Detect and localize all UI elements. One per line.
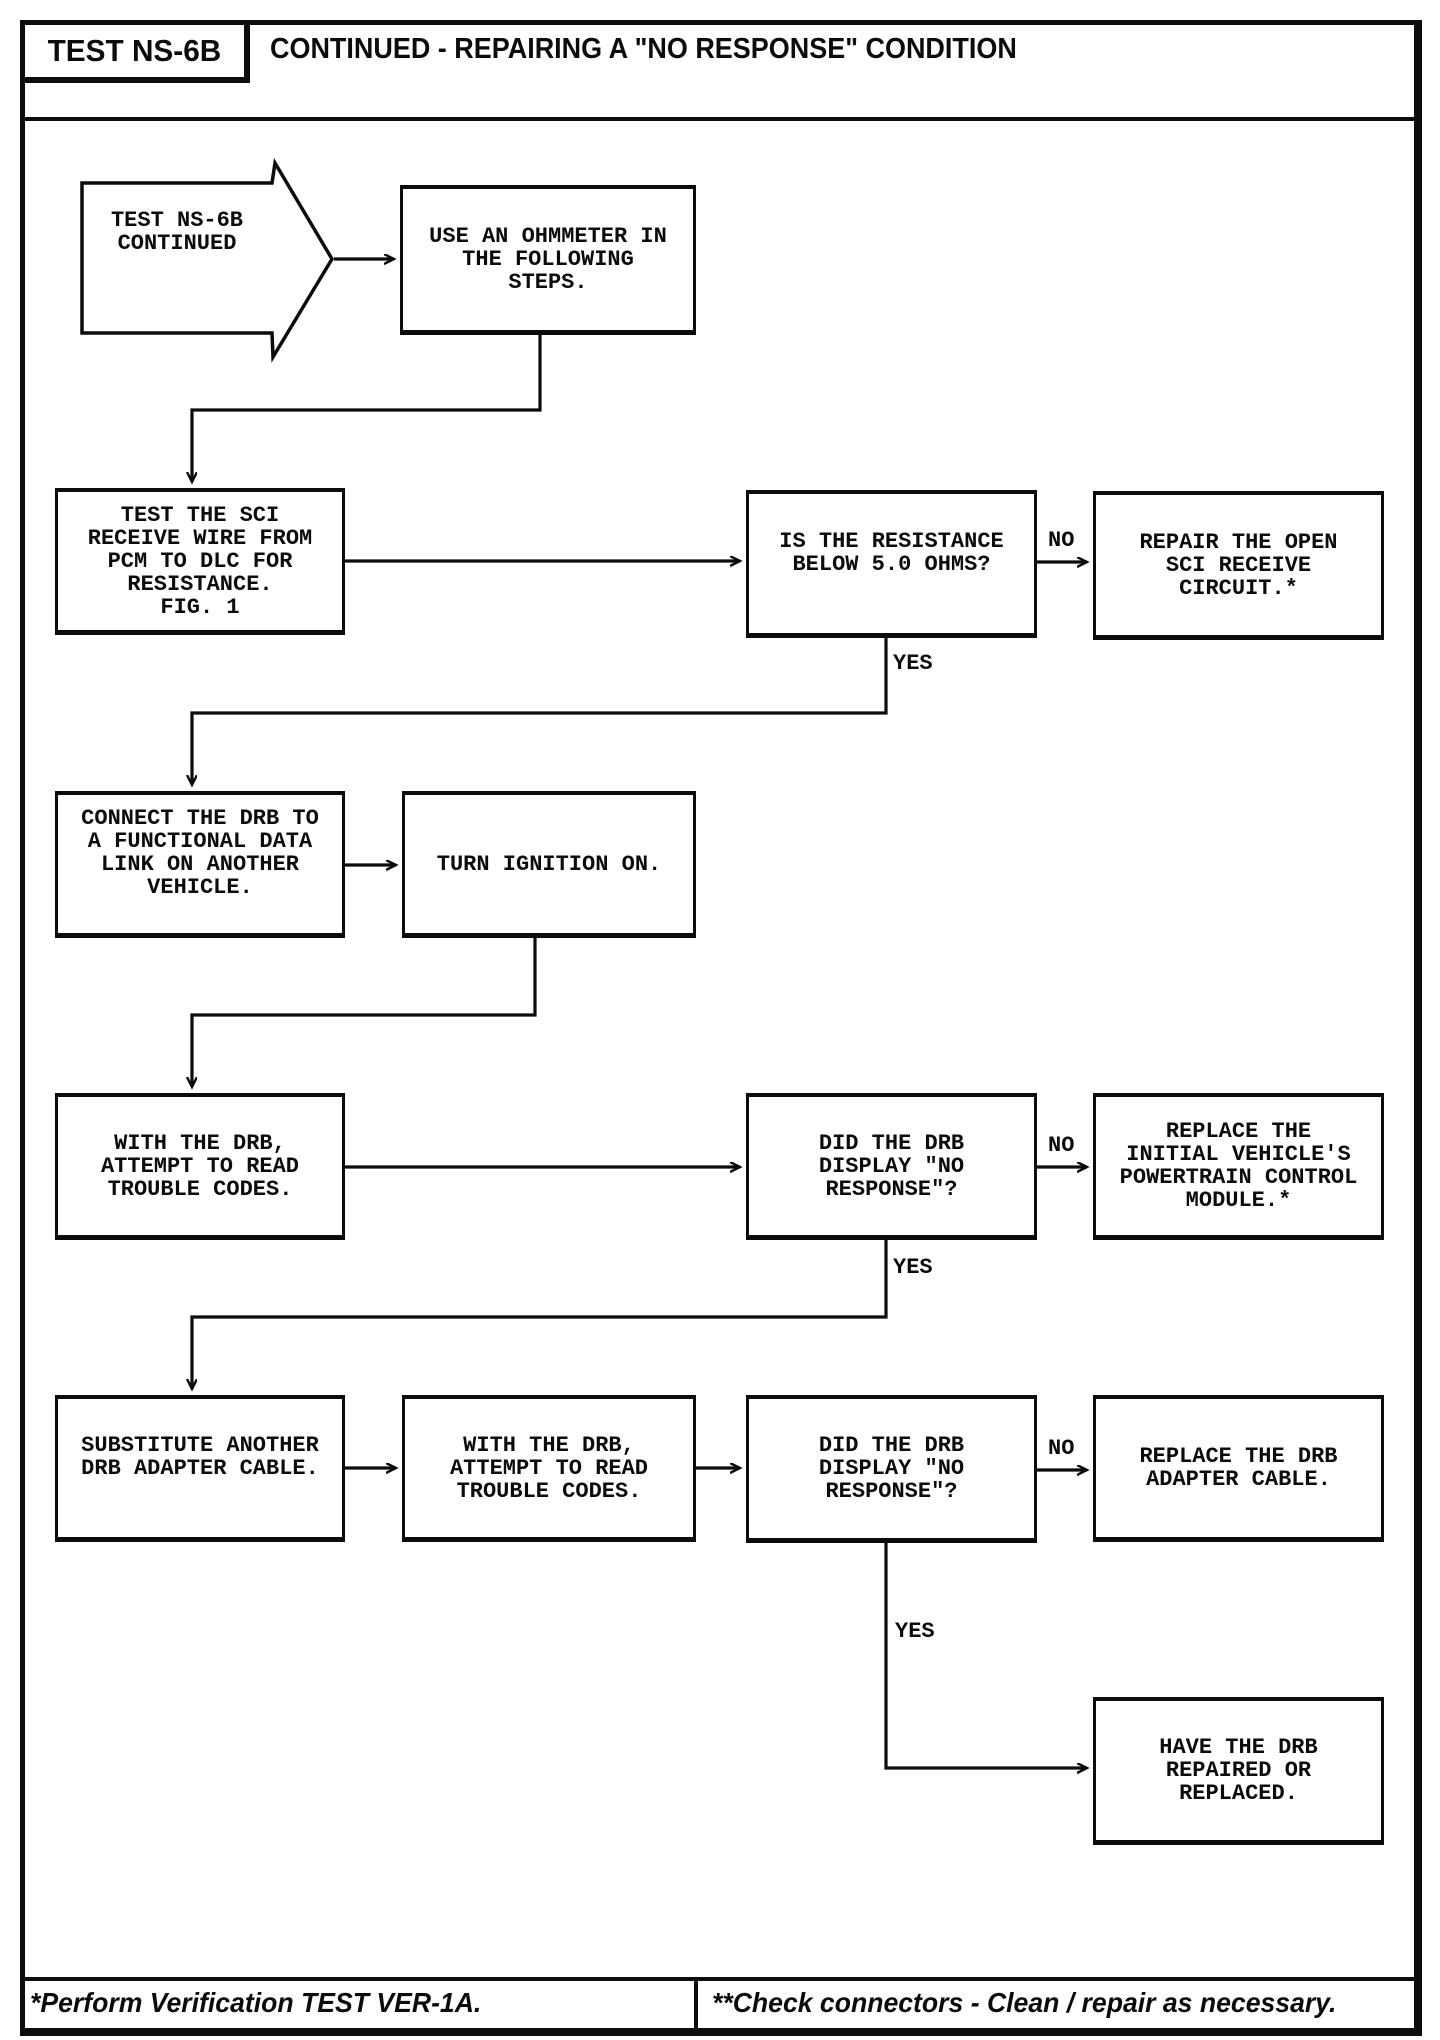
- edge-label-no-3: NO: [1048, 1436, 1075, 1461]
- header-divider: [20, 117, 1422, 121]
- node-repair-sci-circuit: REPAIR THE OPEN SCI RECEIVE CIRCUIT.*: [1093, 491, 1384, 640]
- node-read-trouble-codes-1: WITH THE DRB, ATTEMPT TO READ TROUBLE CO…: [55, 1093, 345, 1240]
- node-replace-adapter-cable-text: REPLACE THE DRB ADAPTER CABLE.: [1139, 1444, 1338, 1492]
- test-id-box: TEST NS-6B: [20, 20, 250, 83]
- node-q-drb-no-response-1: DID THE DRB DISPLAY "NO RESPONSE"?: [746, 1093, 1037, 1240]
- edge-label-no-2: NO: [1048, 1133, 1075, 1158]
- node-q-drb-no-response-1-text: DID THE DRB DISPLAY "NO RESPONSE"?: [818, 1130, 965, 1202]
- node-start-callout: TEST NS-6B CONTINUED: [110, 208, 244, 256]
- node-q-drb-no-response-2-text: DID THE DRB DISPLAY "NO RESPONSE"?: [818, 1433, 965, 1504]
- node-q-resistance: IS THE RESISTANCE BELOW 5.0 OHMS?: [746, 490, 1037, 638]
- edge-label-yes-3: YES: [895, 1619, 935, 1644]
- node-connect-drb: CONNECT THE DRB TO A FUNCTIONAL DATA LIN…: [55, 791, 345, 938]
- footer-note-verification: *Perform Verification TEST VER-1A.: [30, 1987, 482, 2018]
- footer-divider-vertical: [694, 1977, 698, 2032]
- node-substitute-adapter-cable-text: SUBSTITUTE ANOTHER DRB ADAPTER CABLE.: [81, 1433, 319, 1481]
- node-substitute-adapter-cable: SUBSTITUTE ANOTHER DRB ADAPTER CABLE.: [55, 1395, 345, 1542]
- footer-note-connectors: **Check connectors - Clean / repair as n…: [712, 1987, 1337, 2018]
- start-callout-shape: [80, 157, 335, 363]
- node-connect-drb-text: CONNECT THE DRB TO A FUNCTIONAL DATA LIN…: [81, 806, 319, 900]
- node-test-sci-wire: TEST THE SCI RECEIVE WIRE FROM PCM TO DL…: [55, 488, 345, 635]
- node-repair-sci-circuit-text: REPAIR THE OPEN SCI RECEIVE CIRCUIT.*: [1139, 529, 1338, 601]
- node-turn-ignition-on-text: TURN IGNITION ON.: [436, 851, 662, 877]
- node-use-ohmmeter-text: USE AN OHMMETER IN THE FOLLOWING STEPS.: [429, 224, 667, 295]
- node-read-trouble-codes-2-text: WITH THE DRB, ATTEMPT TO READ TROUBLE CO…: [449, 1432, 649, 1504]
- node-have-drb-repaired: HAVE THE DRB REPAIRED OR REPLACED.: [1093, 1697, 1384, 1845]
- page-title: CONTINUED - REPAIRING A "NO RESPONSE" CO…: [270, 33, 1017, 65]
- node-q-drb-no-response-2: DID THE DRB DISPLAY "NO RESPONSE"?: [746, 1395, 1037, 1543]
- node-read-trouble-codes-1-text: WITH THE DRB, ATTEMPT TO READ TROUBLE CO…: [100, 1130, 300, 1202]
- node-replace-pcm-text: REPLACE THE INITIAL VEHICLE'S POWERTRAIN…: [1119, 1119, 1358, 1213]
- node-test-sci-wire-text: TEST THE SCI RECEIVE WIRE FROM PCM TO DL…: [87, 502, 313, 620]
- node-read-trouble-codes-2: WITH THE DRB, ATTEMPT TO READ TROUBLE CO…: [402, 1395, 696, 1542]
- node-have-drb-repaired-text: HAVE THE DRB REPAIRED OR REPLACED.: [1159, 1735, 1318, 1806]
- node-q-resistance-text: IS THE RESISTANCE BELOW 5.0 OHMS?: [779, 528, 1004, 577]
- edge-label-yes-1: YES: [893, 651, 933, 676]
- node-use-ohmmeter: USE AN OHMMETER IN THE FOLLOWING STEPS.: [400, 185, 696, 335]
- footer-divider-top: [20, 1977, 1422, 1981]
- node-turn-ignition-on: TURN IGNITION ON.: [402, 791, 696, 938]
- test-id-label: TEST NS-6B: [47, 33, 222, 68]
- edge-label-yes-2: YES: [893, 1255, 933, 1280]
- node-replace-adapter-cable: REPLACE THE DRB ADAPTER CABLE.: [1093, 1395, 1384, 1542]
- node-replace-pcm: REPLACE THE INITIAL VEHICLE'S POWERTRAIN…: [1093, 1093, 1384, 1240]
- edge-label-no-1: NO: [1048, 528, 1075, 553]
